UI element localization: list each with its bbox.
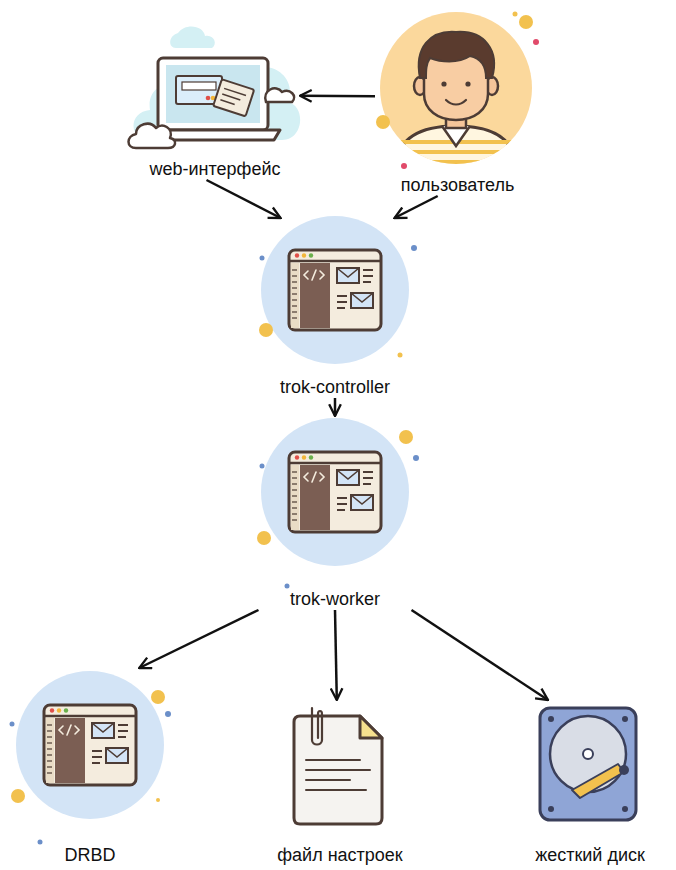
node-label: файл настроек [275,845,404,866]
arrow-connector [207,180,281,218]
settings-file-icon [294,708,382,824]
icon-node: пользователь [375,8,540,196]
icon-node: trok-controller [250,218,420,398]
arrow-connector [139,610,258,668]
node-label: жесткий диск [533,845,647,866]
user-avatar [376,12,539,171]
app-window-icon [10,671,172,845]
node-label: trok-controller [278,377,392,398]
node-label: trok-worker [288,589,382,610]
arrow-connector [412,610,549,700]
node-label: пользователь [399,175,517,196]
icon-node: trok-worker [250,416,420,610]
icon-node: жесткий диск [520,700,660,866]
app-window-icon [259,216,417,364]
arrow-connector [300,95,375,98]
node-label: web-интерфейс [148,159,283,180]
web-laptop-icon [129,26,301,148]
hard-disk-icon [540,708,636,820]
icon-node: DRBD [8,668,172,866]
icon-node: файл настроек [260,700,420,866]
app-window-icon [257,418,419,589]
arrow-connector [335,610,337,700]
arrow-connector [334,398,337,416]
node-label: DRBD [62,845,117,866]
icon-node: web-интерфейс [130,18,300,180]
arrow-connector [395,196,438,218]
